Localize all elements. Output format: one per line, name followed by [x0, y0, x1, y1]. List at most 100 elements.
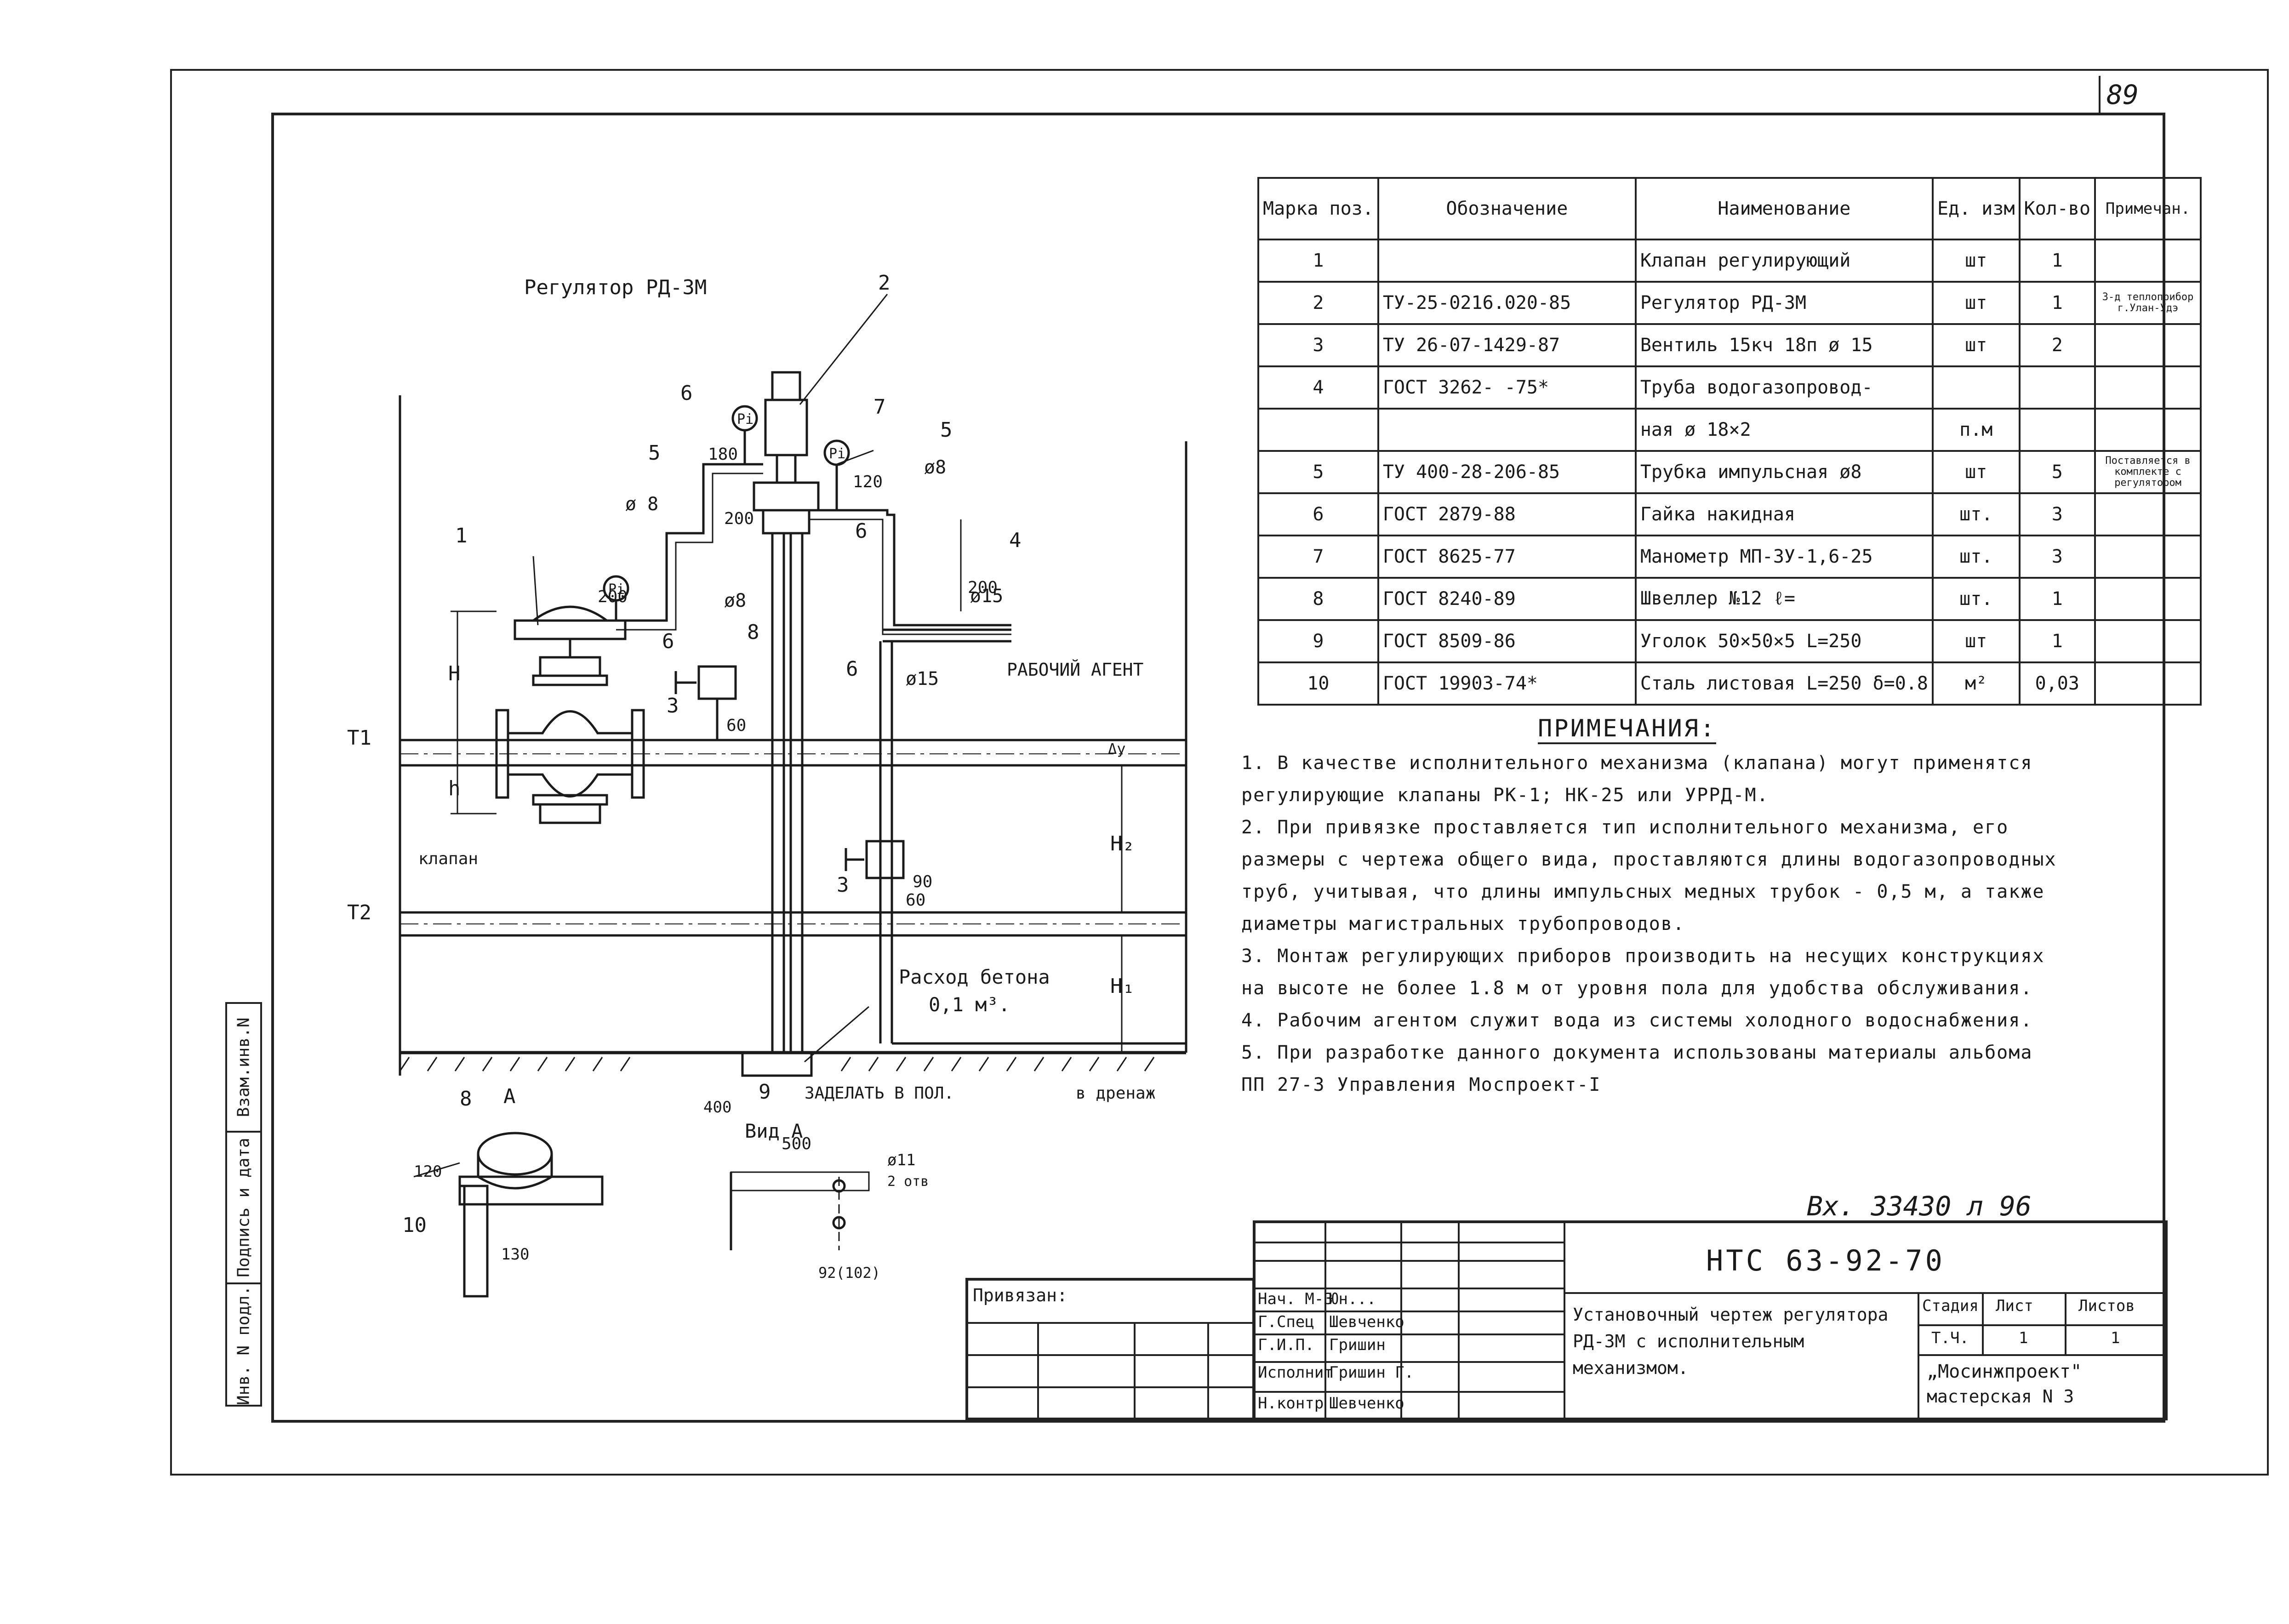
cell-designation: ГОСТ 2879-88 — [1377, 492, 1637, 536]
outer-frame — [170, 69, 2269, 1476]
cell-note — [2094, 535, 2202, 579]
label-pos-6d: 6 — [846, 657, 858, 681]
cell-qty: 0,03 — [2018, 661, 2096, 706]
cell-designation: ТУ-25-0216.020-85 — [1377, 281, 1637, 325]
note-item: 5. При разработке данного документа испо… — [1241, 1042, 2033, 1095]
dia-8b: ø8 — [724, 590, 746, 611]
dim-130: 130 — [501, 1245, 529, 1264]
cell-qty: 3 — [2018, 535, 2096, 579]
sheet-value: 1 — [2019, 1329, 2028, 1347]
dia-8c: ø8 — [924, 457, 946, 478]
label-pos-3b: 3 — [837, 873, 849, 897]
label-pos-8: 8 — [747, 621, 759, 644]
tb-role-4: Исполнит — [1258, 1363, 1333, 1382]
binding-label: Привязан: — [973, 1285, 1067, 1305]
binding-block: Привязан: — [965, 1278, 1255, 1420]
cell-qty: 5 — [2018, 450, 2096, 494]
hdr-unit: Ед. изм — [1931, 177, 2021, 240]
dim-90: 90 — [913, 872, 932, 891]
sheet-header: Лист — [1996, 1297, 2033, 1315]
hdr-qty: Кол-во — [2018, 177, 2096, 240]
tb-name-2: Шевченко — [1329, 1313, 1404, 1331]
dim-400: 400 — [703, 1098, 731, 1117]
cell-unit: шт — [1931, 323, 2021, 367]
cell-mark: 10 — [1257, 661, 1379, 706]
hdr-mark: Марка поз. — [1257, 177, 1379, 240]
cell-designation: ГОСТ 8240-89 — [1377, 577, 1637, 621]
sheets-header: Листов — [2078, 1297, 2135, 1315]
cell-mark: 5 — [1257, 450, 1379, 494]
notes-list: 1. В качестве исполнительного механизма … — [1241, 747, 2064, 1101]
label-working-agent: РАБОЧИЙ АГЕНТ — [1007, 660, 1143, 680]
tb-name-3: Гришин — [1329, 1336, 1386, 1354]
tb-role-1: Нач. М-3 — [1258, 1290, 1333, 1308]
gauge-pi-3: Pi — [608, 581, 625, 598]
stage-header: Стадия — [1922, 1297, 1979, 1315]
cell-note — [2094, 492, 2202, 536]
cell-qty: 1 — [2018, 577, 2096, 621]
cell-unit: шт. — [1931, 577, 2021, 621]
dim-dy: Δy — [1108, 740, 1126, 758]
cell-designation: ГОСТ 8625-77 — [1377, 535, 1637, 579]
cell-designation — [1377, 239, 1637, 283]
tb-role-2: Г.Спец — [1258, 1313, 1314, 1331]
stage-value: Т.Ч. — [1931, 1329, 1969, 1347]
cell-name: Вентиль 15кч 18п ø 15 — [1634, 323, 1934, 367]
dim-H: H — [448, 662, 461, 685]
cell-note — [2094, 323, 2202, 367]
dim-60b: 60 — [906, 891, 925, 910]
label-pos-5b: 5 — [940, 418, 953, 442]
cell-unit: шт — [1931, 450, 2021, 494]
label-pos-7: 7 — [873, 395, 886, 419]
hdr-designation: Обозначение — [1377, 177, 1637, 240]
cell-mark: 2 — [1257, 281, 1379, 325]
label-pos-3a: 3 — [667, 694, 679, 718]
cell-note — [2094, 577, 2202, 621]
spec-header-row: Марка поз. Обозначение Наименование Ед. … — [1257, 177, 2202, 240]
note-item: 3. Монтаж регулирующих приборов производ… — [1241, 946, 2045, 999]
cell-designation — [1377, 408, 1637, 452]
cell-note: З-д теплоприбор г.Улан-Удэ — [2094, 281, 2202, 325]
dim-92: 92(102) — [818, 1264, 880, 1282]
sheets-value: 1 — [2111, 1329, 2120, 1347]
cell-unit: м² — [1931, 661, 2021, 706]
dia-15a: ø15 — [970, 586, 1003, 607]
dim-120: 120 — [853, 473, 883, 491]
cell-name: Манометр МП-3У-1,6-25 — [1634, 535, 1934, 579]
sheet-number: 89 — [2099, 76, 2145, 115]
label-pos-5a: 5 — [648, 441, 661, 465]
cell-note — [2094, 408, 2202, 452]
gauge-pi-1: Pi — [737, 411, 753, 427]
cell-qty: 1 — [2018, 281, 2096, 325]
cell-name: ная ø 18×2 — [1634, 408, 1934, 452]
cell-note — [2094, 365, 2202, 410]
concrete-value: 0,1 м³. — [929, 993, 1010, 1016]
note-item: 2. При привязке проставляется тип исполн… — [1241, 817, 2057, 935]
cell-name: Уголок 50×50×5 L=250 — [1634, 619, 1934, 663]
cell-designation: ТУ 26-07-1429-87 — [1377, 323, 1637, 367]
view-A-arrow: А — [503, 1085, 516, 1108]
org-name: „Мосинжпроект" — [1927, 1361, 2082, 1382]
dim-H2: H₂ — [1110, 832, 1135, 855]
tb-role-3: Г.И.П. — [1258, 1336, 1314, 1354]
title-block: Нач. М-3 Г.Спец Г.И.П. Исполнит Н.контр … — [1253, 1220, 2168, 1420]
cell-name: Регулятор РД-3М — [1634, 281, 1934, 325]
cell-mark: 6 — [1257, 492, 1379, 536]
label-drain: в дренаж — [1076, 1084, 1155, 1103]
cell-qty: 3 — [2018, 492, 2096, 536]
cell-name: Сталь листовая L=250 δ=0.8 — [1634, 661, 1934, 706]
cell-unit — [1931, 365, 2021, 410]
label-pos-10: 10 — [402, 1214, 427, 1237]
cell-name: Швеллер №12 ℓ= — [1634, 577, 1934, 621]
cell-unit: шт — [1931, 239, 2021, 283]
label-regulator: Регулятор РД-3М — [524, 276, 707, 299]
label-pos-9: 9 — [759, 1080, 771, 1104]
